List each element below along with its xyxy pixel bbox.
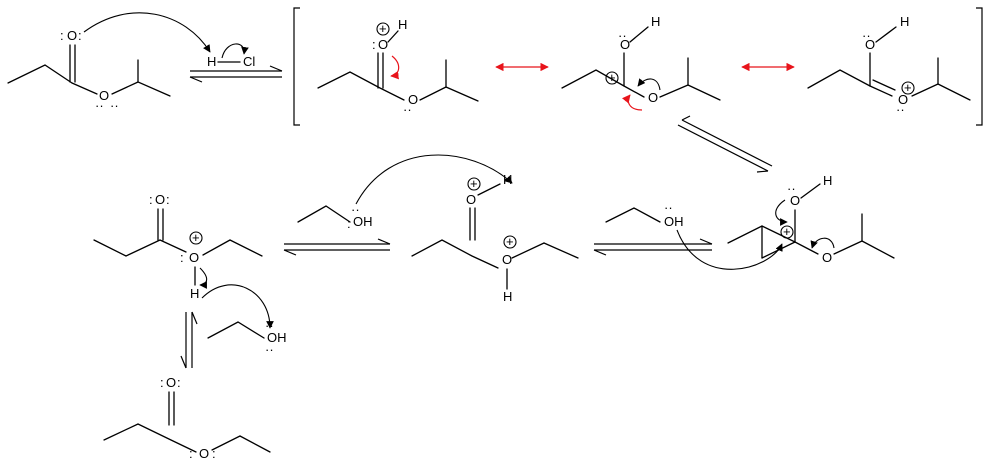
ester-oxygen-c: O — [898, 92, 908, 107]
ester-isopropyl-propanoate: : O : O ·· ·· — [7, 28, 171, 113]
curved-arrow-ethanol-1 — [355, 154, 513, 205]
charge-plus-m2: + — [506, 234, 514, 249]
bracket-left — [293, 7, 300, 126]
hydrogen-r: H — [823, 173, 832, 188]
ethanol-2-oh: OH — [664, 214, 684, 229]
hydroxyl-oxygen-b: O — [620, 37, 630, 52]
lone-pair-c: ·· — [896, 102, 905, 117]
curved-arrow-l-1 — [199, 267, 208, 289]
charge-plus-m1: + — [470, 176, 478, 191]
resonance-form-a: + : O H O ·· — [317, 17, 479, 117]
carbonyl-oxygen-l: O — [155, 192, 165, 207]
equilibrium-arrow-diagonal — [677, 115, 773, 173]
charge-plus-l: + — [192, 230, 200, 245]
lone-pair-l-left: : — [149, 192, 153, 207]
ethanol-3-lone-pair-bottom: ·· — [265, 342, 274, 357]
curved-arrow-r-1 — [775, 199, 788, 226]
lone-pair-p-left: : — [160, 375, 164, 390]
resonance-form-b: ·· O H + O — [561, 14, 721, 111]
hydrogen-chloride: H Cl — [207, 43, 255, 69]
oxonium-oxygen-l: O — [189, 250, 199, 265]
lone-pair-c-top: ·· — [862, 28, 871, 43]
lone-pair-left: : — [60, 28, 64, 43]
ethanol-2-lone-pair: ·· — [664, 200, 673, 215]
charge-plus-r: + — [783, 224, 791, 239]
charge-plus-b: + — [608, 70, 616, 85]
lone-pair-a: : — [372, 37, 376, 52]
oxonium-oxygen-m2: O — [502, 252, 512, 267]
curved-arrow-ethanol-2 — [676, 229, 783, 270]
oxonium-oxygen-a: O — [378, 37, 388, 52]
curved-arrow-r-2 — [810, 237, 835, 249]
ester-oxygen: O — [99, 88, 109, 103]
lone-pair-l-right: : — [166, 192, 170, 207]
ethanol-3-oh: OH — [267, 330, 287, 345]
lone-pair-a-2: ·· — [403, 102, 412, 117]
ethanol-1-oh: OH — [353, 214, 373, 229]
ethyl-propanoate-product: : O : O : : — [103, 375, 271, 461]
hcl-hydrogen: H — [207, 54, 216, 69]
bracket-right — [976, 7, 983, 126]
ethanol-3: OH ·· ·· — [207, 318, 287, 357]
ester-oxygen-b: O — [648, 90, 658, 105]
protonated-ethyl-ester-left: : O : + O : H — [93, 192, 263, 301]
charge-plus-a: + — [379, 21, 387, 36]
ethanol-1-lone-pair-top: ·· — [351, 202, 360, 217]
carbonyl-oxygen-p: O — [166, 375, 176, 390]
hydrogen-l: H — [190, 286, 199, 301]
hydroxyl-oxygen-c: O — [865, 37, 875, 52]
carbonyl-oxygen: O — [67, 28, 77, 43]
hydrogen-a: H — [398, 17, 407, 32]
ester-oxygen-p: O — [199, 446, 209, 461]
red-curved-arrow-a — [390, 55, 400, 80]
equilibrium-arrow-2 — [283, 238, 391, 256]
ester-oxygen-a: O — [408, 92, 418, 107]
oxonium-oxygen-m: O — [466, 192, 476, 207]
hydroxyl-oxygen-r: O — [790, 193, 800, 208]
tetrahedral-intermediate-right: ·· O H + O — [727, 173, 895, 265]
ester-oxygen-lone-pair-2: ·· — [110, 98, 119, 113]
charge-plus-c: + — [904, 80, 912, 95]
ester-oxygen-r: O — [822, 250, 832, 265]
lone-pair-p-right: : — [177, 375, 181, 390]
protonated-intermediate-middle: + O H + O H — [411, 172, 579, 304]
ethanol-1: OH : ·· — [297, 202, 373, 231]
equilibrium-arrow-3 — [593, 238, 713, 256]
curved-arrow-hcl — [221, 43, 249, 59]
hydrogen-b: H — [651, 14, 660, 29]
lone-pair-l-o: : — [180, 250, 184, 265]
hydrogen-m2: H — [503, 289, 512, 304]
lone-pair-b-top: ·· — [618, 28, 627, 43]
lone-pair-right: : — [78, 28, 82, 43]
resonance-form-c: ·· O H + O ·· — [807, 14, 971, 117]
equilibrium-arrow-vertical — [180, 311, 198, 369]
red-curved-arrow-b — [622, 94, 643, 111]
lone-pair-r-top: ·· — [787, 181, 796, 196]
curved-arrow-ethanol-3 — [201, 284, 274, 329]
hcl-chlorine: Cl — [243, 54, 255, 69]
lone-pair-p-o-left: : — [189, 446, 193, 461]
hydrogen-c: H — [900, 14, 909, 29]
equilibrium-arrow-1 — [189, 65, 283, 83]
curved-arrow-attack-h — [83, 12, 211, 53]
lone-pair-p-o-right: : — [212, 446, 216, 461]
black-curved-arrow-b — [637, 78, 661, 91]
ethanol-1-lone-pair: : — [347, 216, 351, 231]
ester-oxygen-lone-pair: ·· — [95, 98, 104, 113]
ethanol-2: ·· OH — [605, 200, 684, 229]
